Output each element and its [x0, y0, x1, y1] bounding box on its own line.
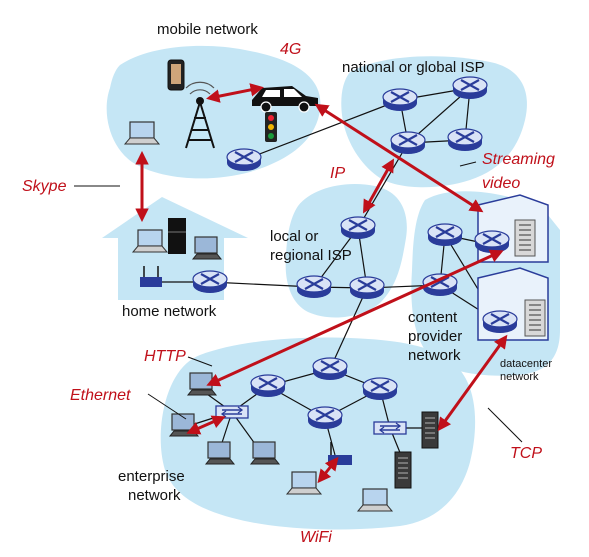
enterprise-label-2: network — [128, 487, 181, 504]
enterprise-label-1: enterprise — [118, 468, 185, 485]
home-icon — [168, 218, 186, 254]
protocol-streaming-label-2: video — [482, 175, 520, 192]
laptop-icon — [286, 471, 322, 495]
router-icon — [389, 130, 427, 156]
arrow-streaming — [314, 103, 484, 213]
desktop-computer-icon — [192, 236, 222, 260]
desktop-computer-icon — [205, 441, 235, 465]
server-icon — [524, 299, 546, 337]
protocol-ip-label: IP — [330, 165, 345, 182]
protocol-streaming-label-1: Streaming — [482, 151, 555, 168]
protocol-ethernet-label: Ethernet — [70, 387, 131, 404]
datacenter-label-1: datacenter — [500, 358, 552, 370]
switch-icon — [215, 405, 249, 419]
content-provider-label-3: network — [408, 347, 461, 364]
content-provider-label-1: content — [408, 309, 458, 326]
server-icon — [394, 451, 412, 489]
router-icon — [446, 127, 484, 153]
arrow-tcp — [437, 334, 508, 432]
router-icon — [339, 215, 377, 241]
arrow-4g — [206, 83, 264, 103]
local-isp-label-2: regional ISP — [270, 247, 352, 264]
switch-icon — [373, 421, 407, 435]
router-icon — [426, 222, 464, 248]
global-isp-label: national or global ISP — [342, 59, 485, 76]
datacenter-label-2: network — [500, 371, 539, 383]
server-icon — [514, 219, 536, 257]
router-icon — [249, 373, 287, 399]
content-provider-label-2: provider — [408, 328, 462, 345]
home-network-label: home network — [122, 303, 217, 320]
router-icon — [473, 229, 511, 255]
car-icon — [252, 86, 318, 113]
router-icon — [225, 147, 263, 173]
router-icon — [361, 376, 399, 402]
protocol-arrows — [135, 83, 508, 484]
protocol-skype-label: Skype — [22, 178, 67, 195]
leader-lines — [74, 161, 523, 443]
router-icon — [295, 274, 333, 300]
arrow-http — [206, 249, 504, 387]
desktop-computer-icon — [250, 441, 280, 465]
router-icon — [481, 309, 519, 335]
traffic-light-icon — [265, 112, 277, 142]
laptop-icon — [357, 488, 393, 512]
protocol-4g-label: 4G — [280, 41, 301, 58]
mobile-network-region — [106, 45, 321, 179]
local-isp-label-1: local or — [270, 228, 318, 245]
smartphone-icon — [167, 59, 185, 91]
protocol-tcp-label: TCP — [510, 445, 542, 462]
router-icon — [381, 87, 419, 113]
wifi-access-point-icon — [140, 266, 162, 287]
router-icon — [306, 405, 344, 431]
router-icon — [451, 75, 489, 101]
laptop-icon — [124, 121, 160, 145]
protocol-http-label: HTTP — [144, 348, 186, 365]
laptop-icon — [132, 229, 168, 253]
server-icon — [421, 411, 439, 449]
protocol-wifi-label: WiFi — [300, 529, 332, 546]
cell-tower-icon — [185, 81, 215, 149]
router-icon — [311, 356, 349, 382]
router-icon — [191, 269, 229, 295]
arrow-ethernet — [186, 415, 226, 435]
router-icon — [348, 275, 386, 301]
wifi-access-point-icon — [328, 442, 352, 465]
arrow-wifi — [317, 456, 339, 484]
mobile-network-label: mobile network — [157, 21, 258, 38]
